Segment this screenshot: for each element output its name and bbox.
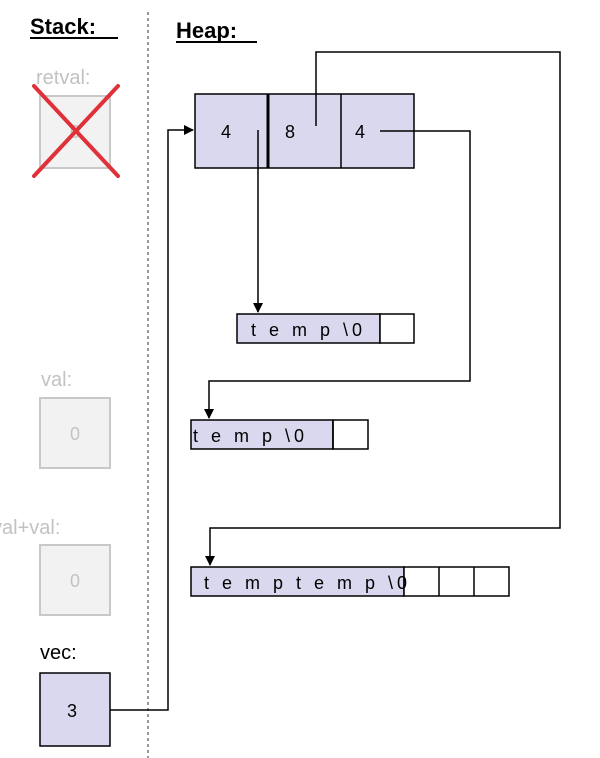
heap-array-cell-1: 8 [285, 122, 295, 142]
heap-string-1-spare-cell [379, 313, 415, 344]
stack-heading: Stack: [30, 14, 96, 39]
heap-string-2-spare-cell [332, 419, 369, 450]
heap-string-2-text: t e m p \0 [193, 426, 308, 446]
heap-string-3-chars [190, 566, 405, 597]
retval-label: retval: [36, 67, 90, 89]
heap-array-cell-0: 4 [221, 122, 231, 142]
cell2-pointer-arrow [204, 130, 471, 419]
valval-box [39, 544, 111, 616]
heap-string-1: t e m p \0 [236, 313, 415, 344]
val-box [39, 397, 111, 469]
heap-string-3-spare-cells [403, 566, 510, 597]
vec-label: vec: [40, 642, 77, 664]
val-value: 0 [70, 424, 80, 444]
cell1-pointer-arrow [205, 51, 561, 566]
heap-array: 4 8 4 [194, 93, 415, 169]
heap-array-frame [194, 93, 415, 169]
heap-array-cell-2: 4 [355, 122, 365, 142]
heap-string-2-chars [190, 419, 334, 450]
val-label: val: [41, 369, 72, 391]
heap-string-1-chars [236, 313, 381, 344]
valval-value: 0 [70, 571, 80, 591]
heap-heading: Heap: [176, 18, 237, 43]
heap-string-3: t e m p t e m p \0 [190, 566, 510, 597]
heap-string-1-text: t e m p \0 [251, 320, 366, 340]
vec-pointer-arrow [110, 125, 194, 711]
retval-cross-mark [32, 84, 120, 178]
heap-string-3-text: t e m p t e m p \0 [204, 573, 411, 593]
vec-value: 3 [67, 701, 77, 721]
vec-box [39, 672, 111, 747]
heap-string-2: t e m p \0 [190, 419, 369, 450]
valval-label: val+val: [0, 517, 60, 539]
